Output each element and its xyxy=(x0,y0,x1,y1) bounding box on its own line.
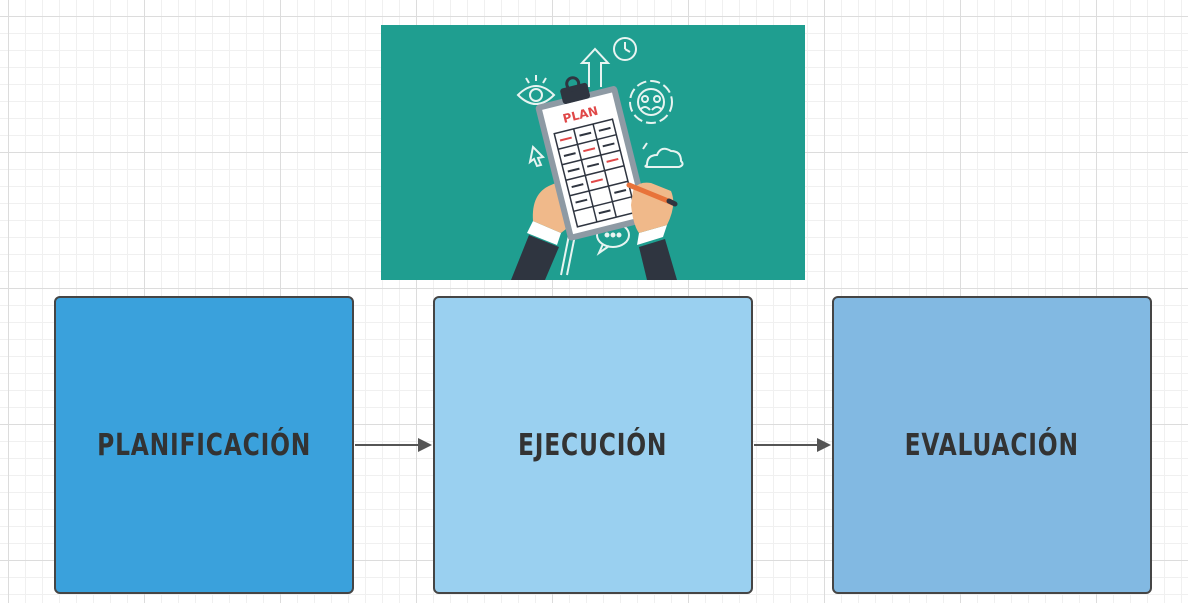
step-box-evaluacion[interactable]: EVALUACIÓN xyxy=(832,296,1152,594)
step-label-planificacion: PLANIFICACIÓN xyxy=(97,427,311,463)
step-label-evaluacion: EVALUACIÓN xyxy=(904,427,1080,463)
team-icon xyxy=(629,80,673,124)
step-label-ejecucion: EJECUCIÓN xyxy=(518,427,668,463)
eye-icon xyxy=(516,75,556,105)
clock-icon xyxy=(613,37,637,61)
arrowhead-1 xyxy=(418,438,432,452)
arrowhead-2 xyxy=(817,438,831,452)
step-box-planificacion[interactable]: PLANIFICACIÓN xyxy=(54,296,354,594)
cloud-icon xyxy=(642,142,684,168)
clipboard-icon: PLAN xyxy=(535,76,650,241)
planning-illustration: PLAN xyxy=(381,25,805,280)
pointer-icon xyxy=(528,144,546,168)
right-hand-icon xyxy=(626,182,678,280)
pencil-icon xyxy=(626,182,676,206)
up-arrow-icon xyxy=(579,47,611,87)
step-box-ejecucion[interactable]: EJECUCIÓN xyxy=(433,296,753,594)
